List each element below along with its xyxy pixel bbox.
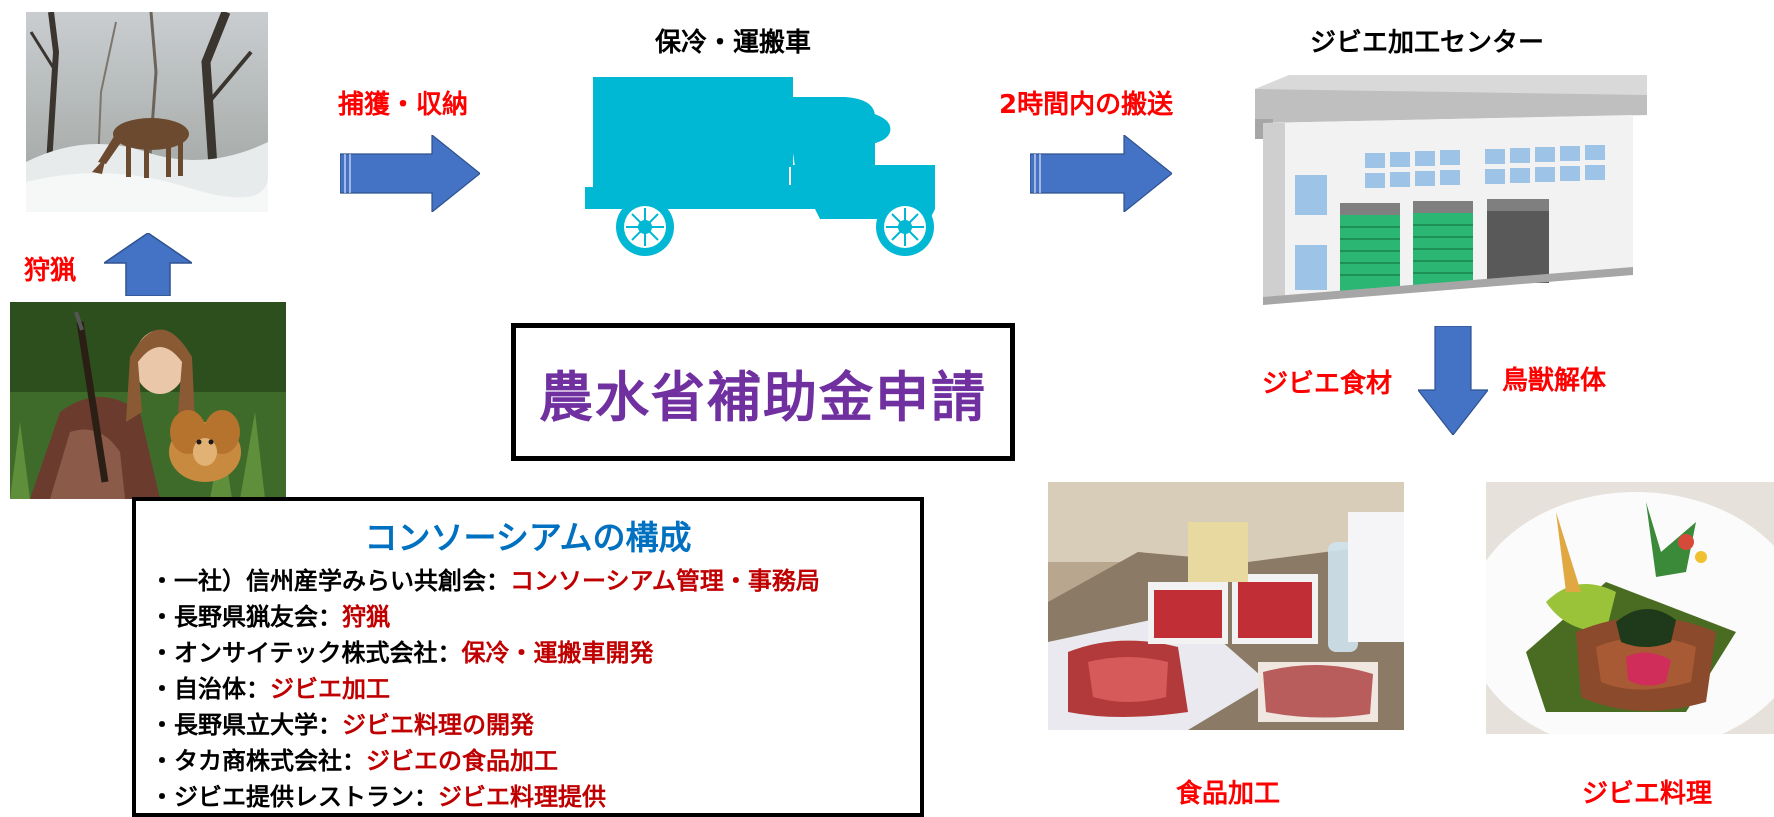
right-arrow-icon [1029, 133, 1173, 214]
member-role: 保冷・運搬車開発 [461, 639, 654, 667]
food-processing-photo [1048, 482, 1404, 730]
consortium-member: ・オンサイテック株式会社：保冷・運搬車開発 [150, 635, 920, 671]
consortium-member: ・長野県猟友会：狩猟 [150, 599, 920, 635]
member-name: ・ジビエ提供レストラン： [150, 783, 438, 811]
truck-icon [585, 77, 945, 257]
consortium-member: ・長野県立大学：ジビエ料理の開発 [150, 707, 920, 743]
dismantle-label: 鳥獣解体 [1502, 366, 1607, 396]
center-title: ジビエ加工センター [1310, 28, 1545, 58]
gibier-food-label: ジビエ食材 [1262, 369, 1393, 399]
subsidy-title: 農水省補助金申請 [539, 365, 987, 429]
consortium-member: ・ジビエ提供レストラン：ジビエ料理提供 [150, 779, 920, 815]
up-arrow-icon [101, 232, 195, 297]
food-processing-label: 食品加工 [1176, 779, 1281, 809]
consortium-title: コンソーシアムの構成 [364, 518, 692, 557]
truck-title: 保冷・運搬車 [655, 28, 812, 58]
member-role: ジビエの食品加工 [366, 747, 558, 775]
consortium-member: ・一社）信州産学みらい共創会：コンソーシアム管理・事務局 [150, 563, 920, 599]
member-role: ジビエ料理の開発 [342, 711, 534, 739]
gibier-cuisine-label: ジビエ料理 [1582, 779, 1713, 809]
gibier-cuisine-photo [1486, 482, 1774, 734]
member-name: ・長野県猟友会： [150, 603, 342, 631]
hunter-photo [10, 302, 286, 499]
deer-photo [26, 12, 268, 212]
transport-label: 2時間内の搬送 [999, 90, 1174, 120]
building-icon [1255, 75, 1647, 305]
member-name: ・長野県立大学： [150, 711, 342, 739]
consortium-member: ・自治体：ジビエ加工 [150, 671, 920, 707]
member-role: コンソーシアム管理・事務局 [510, 567, 820, 595]
down-arrow-icon [1416, 325, 1490, 436]
consortium-member: ・タカ商株式会社：ジビエの食品加工 [150, 743, 920, 779]
hunting-label: 狩猟 [24, 256, 77, 286]
member-name: ・オンサイテック株式会社： [150, 639, 462, 667]
subsidy-application-box: 農水省補助金申請 [511, 323, 1015, 461]
member-name: ・タカ商株式会社： [150, 747, 366, 775]
member-role: 狩猟 [342, 603, 390, 631]
member-name: ・自治体： [150, 675, 270, 703]
member-name: ・一社）信州産学みらい共創会： [150, 567, 510, 595]
consortium-box: コンソーシアムの構成 ・一社）信州産学みらい共創会：コンソーシアム管理・事務局 … [132, 497, 924, 817]
right-arrow-icon [339, 133, 481, 214]
capture-label: 捕獲・収納 [338, 90, 469, 120]
member-role: ジビエ加工 [270, 675, 390, 703]
member-role: ジビエ料理提供 [438, 783, 606, 811]
